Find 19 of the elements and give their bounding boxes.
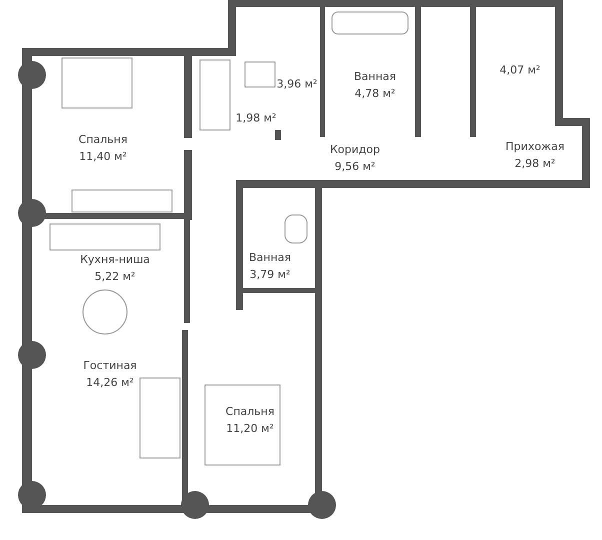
- area-label: 3,96 м²: [276, 76, 318, 92]
- area-label: 3,79 м²: [248, 267, 292, 283]
- area-label: 4,78 м²: [354, 86, 396, 102]
- room-name: Кухня-ниша: [80, 252, 150, 268]
- room-name: Прихожая: [506, 139, 564, 155]
- area-label: 2,98 м²: [514, 156, 556, 172]
- area-label: 14,26 м²: [85, 375, 135, 391]
- room-name: Ванная: [354, 69, 396, 85]
- area-label: 4,07 м²: [500, 62, 540, 78]
- area-label: 1,98 м²: [236, 110, 276, 126]
- area-label: 5,22 м²: [94, 269, 136, 285]
- room-name: Ванная: [248, 250, 292, 266]
- area-label: 11,40 м²: [78, 149, 128, 165]
- area-label: 9,56 м²: [334, 159, 376, 175]
- room-name: Гостиная: [83, 358, 137, 374]
- area-label: 11,20 м²: [226, 421, 274, 437]
- room-name: Спальня: [78, 132, 128, 148]
- room-name: Коридор: [330, 142, 380, 158]
- room-name: Спальня: [226, 404, 274, 420]
